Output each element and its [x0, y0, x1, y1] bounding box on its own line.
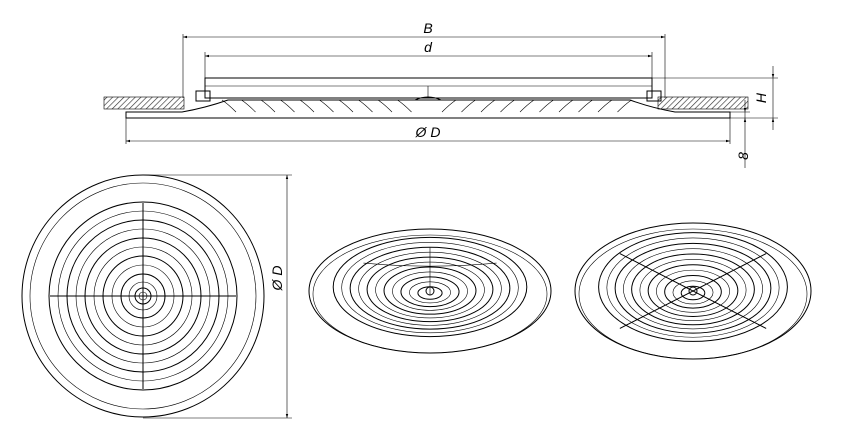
vane [500, 99, 515, 113]
vane [519, 99, 535, 113]
plan-dim-label-diameter: Ø D [269, 266, 285, 292]
grille-ring [48, 201, 238, 391]
vane [221, 99, 237, 113]
vane [299, 99, 315, 113]
dim-label-b: B [423, 20, 432, 36]
vane [441, 99, 457, 113]
iso-rim-edge [312, 234, 548, 354]
vane [461, 99, 476, 113]
dim-label-diameter: Ø D [415, 124, 441, 140]
vane [358, 99, 373, 113]
vane [558, 99, 574, 113]
iso-grille-ring [606, 237, 780, 338]
vane [578, 99, 593, 113]
ceiling-hatch-left [103, 96, 185, 110]
iso-rim-edge [578, 228, 808, 360]
vane [319, 99, 334, 113]
iso-grille-ring [598, 232, 788, 342]
section-view: B d H 8 Ø D [103, 20, 778, 168]
ceiling-hatch-right [657, 96, 749, 110]
iso-grille-ring [341, 242, 519, 334]
plan-view: Ø D [21, 174, 292, 419]
vane [241, 99, 256, 113]
dim-label-8: 8 [735, 152, 751, 160]
iso-grille-ring [656, 269, 730, 313]
vane [397, 99, 412, 113]
iso-grille-ring [623, 248, 763, 330]
diffuser-body [204, 77, 653, 99]
rim-edge [29, 182, 257, 410]
vane [280, 99, 295, 113]
iso-grille-ring [680, 285, 706, 301]
dim-label-d: d [424, 39, 433, 55]
vane [338, 99, 354, 113]
vane [617, 99, 632, 113]
iso-cross-bar [619, 253, 767, 329]
iso-grille-ring [614, 242, 772, 334]
iso-grille-ring [647, 264, 739, 317]
iso-center-hub [425, 286, 435, 296]
vanes [221, 96, 632, 113]
isometric-view-side [308, 228, 552, 354]
isometric-view-top [574, 222, 812, 360]
vane [260, 99, 276, 113]
iso-grille-ring [664, 274, 722, 309]
center-cone [414, 96, 442, 101]
vane [480, 99, 496, 113]
vane [597, 99, 613, 113]
iso-center-hub [688, 286, 698, 296]
vane [539, 99, 554, 113]
iso-grille-ring [672, 280, 714, 305]
iso-grille-ring [332, 236, 528, 338]
iso-grille-ring [631, 253, 755, 326]
iso-grille-ring [349, 246, 511, 330]
iso-grille-ring [639, 259, 747, 321]
diffuser-flange [125, 99, 731, 119]
dim-label-h: H [753, 92, 769, 103]
vane [377, 99, 393, 113]
